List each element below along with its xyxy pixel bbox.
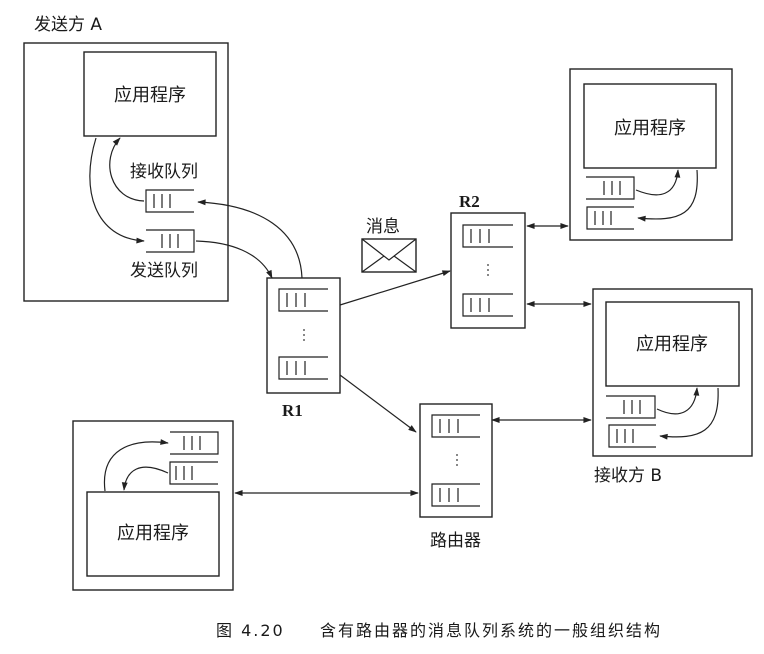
host-bottom-app-to-queue-arrow bbox=[103, 439, 169, 492]
r1-to-router-arrow bbox=[339, 374, 417, 433]
message-label: 消息 bbox=[366, 217, 400, 237]
router-r1: R1 bbox=[266, 277, 341, 420]
sender-a: 发送方 A 应用程序 接收队列 发送队列 bbox=[23, 15, 229, 302]
recv-queue-label: 接收队列 bbox=[130, 162, 198, 182]
host-top-box bbox=[569, 68, 733, 241]
host-top-right: 应用程序 bbox=[569, 68, 733, 241]
sender-send-queue bbox=[146, 229, 195, 253]
sender-host-box bbox=[23, 42, 229, 302]
router-r2: R2 bbox=[450, 192, 526, 329]
receiver-app-box bbox=[605, 301, 740, 387]
router-label: 路由器 bbox=[430, 531, 481, 551]
receiver-app-to-queue-arrow bbox=[659, 387, 719, 440]
r1-label: R1 bbox=[282, 401, 303, 420]
caption-text: 含有路由器的消息队列系统的一般组织结构 bbox=[320, 621, 662, 640]
host-bottom-queue-to-app-arrow bbox=[121, 466, 169, 491]
sender-label: 发送方 A bbox=[34, 15, 102, 35]
host-top-app-label: 应用程序 bbox=[614, 118, 686, 139]
sender-app-label: 应用程序 bbox=[114, 85, 186, 106]
receiver-host-box bbox=[592, 288, 753, 457]
receiver-queue-to-app-arrow bbox=[656, 387, 700, 415]
r1-box bbox=[266, 277, 341, 394]
app-to-send-arrow bbox=[89, 137, 145, 244]
envelope-icon bbox=[361, 238, 417, 273]
receiver-app-label: 应用程序 bbox=[636, 334, 708, 355]
figure-caption: 图 4.20 含有路由器的消息队列系统的一般组织结构 bbox=[216, 621, 662, 640]
receiver-label: 接收方 B bbox=[594, 466, 662, 486]
caption-number: 图 4.20 bbox=[216, 621, 285, 640]
host-bottom-app-box bbox=[86, 491, 220, 577]
r1-to-r2-arrow bbox=[339, 270, 451, 306]
host-top-queue-to-app-arrow bbox=[635, 169, 681, 196]
recv-to-app-arrow bbox=[109, 137, 145, 202]
router-bottom: 路由器 bbox=[419, 403, 493, 551]
r2-box bbox=[450, 212, 526, 329]
host-bottom-app-label: 应用程序 bbox=[117, 523, 189, 544]
host-bottom-left: 应用程序 bbox=[72, 420, 234, 591]
router-box bbox=[419, 403, 493, 518]
r1-to-sender-arrow bbox=[197, 199, 303, 279]
sender-recv-queue bbox=[145, 189, 194, 213]
sender-to-r1-arrow bbox=[195, 240, 273, 279]
sender-app-box bbox=[83, 51, 217, 137]
host-bottom-box bbox=[72, 420, 234, 591]
receiver-b: 应用程序 接收方 B bbox=[592, 288, 753, 486]
r2-label: R2 bbox=[459, 192, 480, 211]
send-queue-label: 发送队列 bbox=[130, 261, 198, 281]
host-top-app-box bbox=[583, 83, 717, 169]
message: 消息 bbox=[361, 217, 417, 273]
host-top-app-to-queue-arrow bbox=[637, 169, 698, 222]
